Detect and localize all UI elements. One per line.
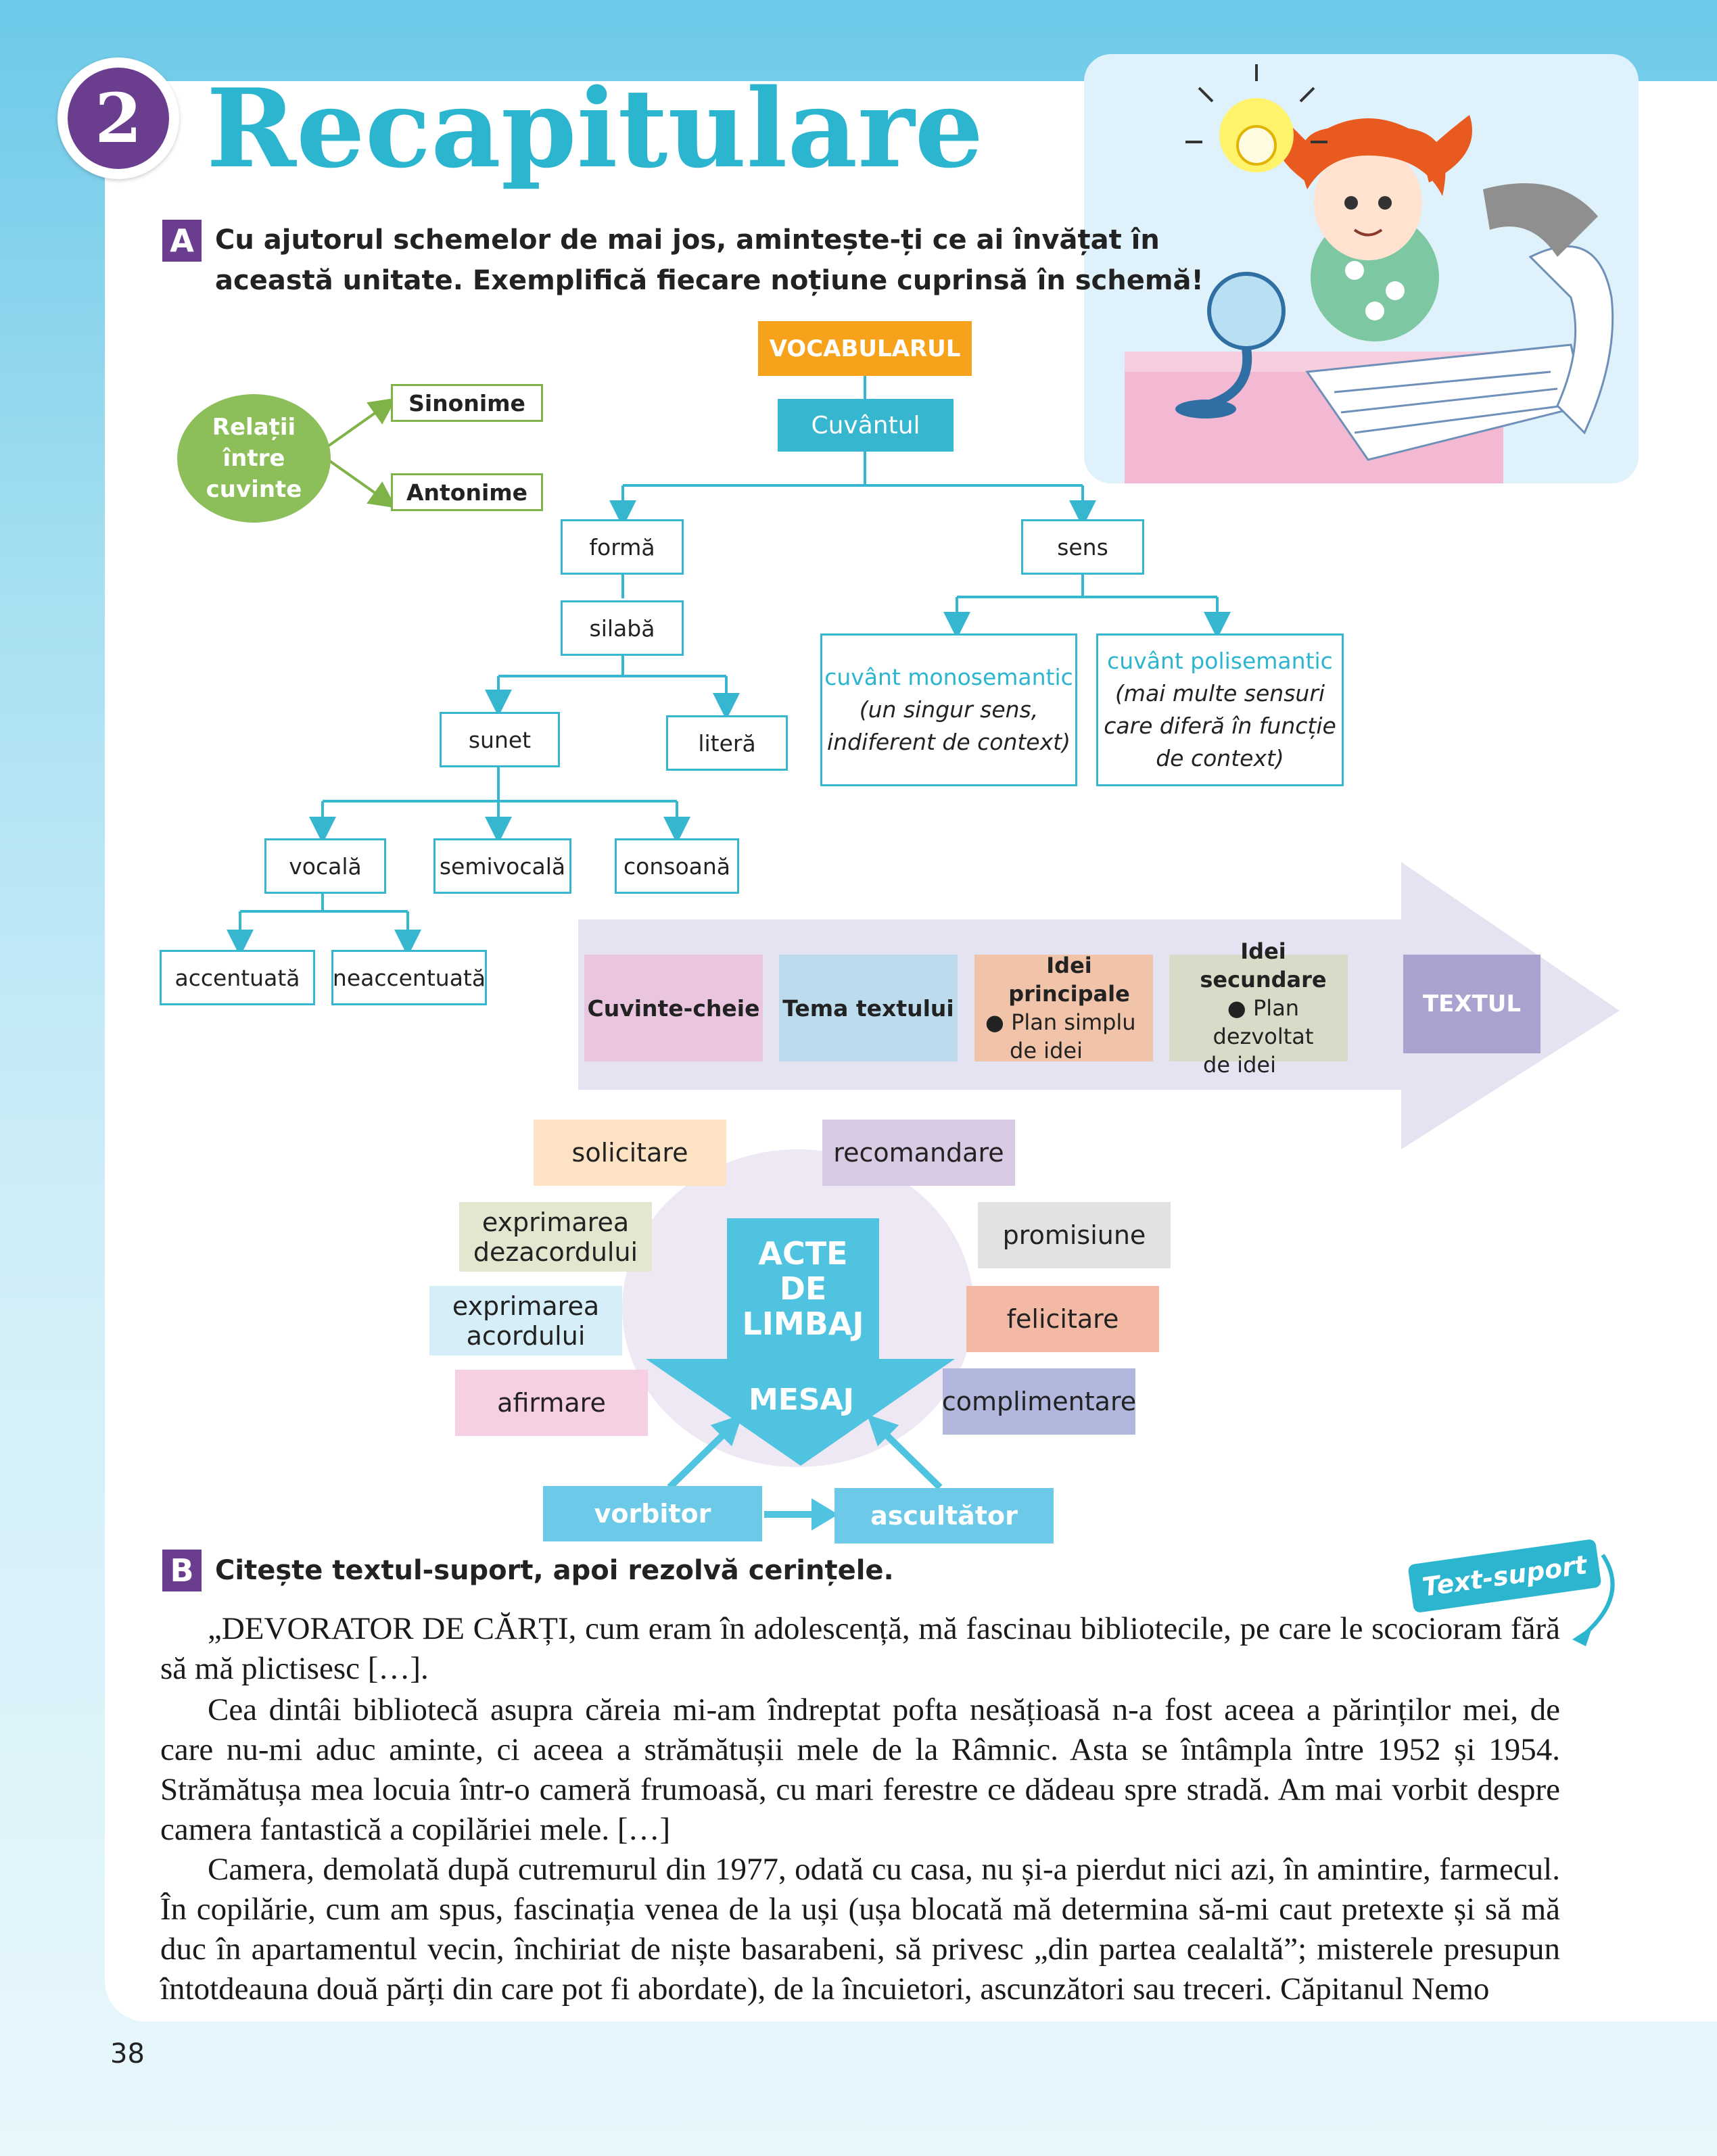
section-b-instruction: Citește textul-suport, apoi rezolvă ceri… — [215, 1555, 894, 1586]
speech-acts-line2: DE — [779, 1270, 827, 1307]
section-a-instruction-line1: Cu ajutorul schemelor de mai jos, aminte… — [215, 224, 1160, 256]
speech-acts-line1: ACTE — [758, 1235, 848, 1272]
text-target-box: TEXTUL — [1403, 955, 1540, 1053]
disagreement-line2: dezacordului — [473, 1237, 638, 1267]
disagreement-line1: exprimarea — [481, 1207, 630, 1237]
polysemantic-title: cuvânt polisemantic — [1107, 648, 1333, 674]
polysemantic-desc2: care diferă în funcție — [1104, 713, 1336, 739]
polysemantic-desc3: de context) — [1156, 745, 1284, 771]
relations-line1: Relații — [212, 414, 296, 441]
relations-line3: cuvinte — [206, 476, 302, 503]
main-ideas-item2: de idei — [1010, 1038, 1083, 1063]
bullet: ● — [985, 1009, 1012, 1035]
monosemantic-desc2: indiferent de context) — [827, 729, 1071, 755]
main-ideas-item1: Plan simplu — [1011, 1009, 1136, 1035]
syllable-node: silabă — [561, 600, 684, 656]
secondary-ideas-item1-row: ● Plan dezvoltat — [1179, 994, 1348, 1051]
unstressed-node: neaccentuată — [331, 950, 487, 1005]
letter-node: literă — [666, 715, 788, 771]
recommendation-box: recomandare — [822, 1120, 1015, 1186]
monosemantic-node: cuvânt monosemantic (un singur sens, ind… — [820, 633, 1077, 786]
agreement-line1: exprimarea — [452, 1291, 600, 1321]
secondary-ideas-box: Idei secundare ● Plan dezvoltat de idei — [1169, 938, 1348, 1078]
vocabulary-root: VOCABULARUL — [758, 321, 972, 376]
monosemantic-desc1: (un singur sens, — [859, 696, 1039, 723]
compliment-box: complimentare — [942, 1368, 1136, 1435]
bullet: ● — [1227, 995, 1253, 1021]
meaning-node: sens — [1021, 519, 1144, 575]
illustration-girl-writing — [1084, 54, 1639, 483]
polysemantic-desc1: (mai multe sensuri — [1114, 680, 1325, 706]
congratulation-box: felicitare — [966, 1286, 1159, 1352]
stressed-node: accentuată — [160, 950, 315, 1005]
main-ideas-box: Idei principale ● Plan simplu de idei — [974, 953, 1153, 1063]
speech-acts-line3: LIMBAJ — [742, 1305, 864, 1342]
passage-paragraph-3: Camera, demolată după cutremurul din 197… — [160, 1852, 1560, 2007]
secondary-ideas-item1: Plan dezvoltat — [1213, 995, 1314, 1049]
page-title: Recapitulare — [206, 65, 984, 192]
agreement-box: exprimarea acordului — [429, 1286, 622, 1356]
synonyms-box: Sinonime — [391, 384, 543, 422]
passage-paragraph-2: Cea dintâi bibliotecă asupra căreia mi-a… — [160, 1692, 1560, 1847]
promise-box: promisiune — [978, 1202, 1171, 1268]
polysemantic-node: cuvânt polisemantic (mai multe sensuri c… — [1096, 633, 1344, 786]
relations-line2: între — [222, 445, 285, 472]
statement-box: afirmare — [455, 1370, 648, 1436]
speech-acts-center: ACTE DE LIMBAJ — [727, 1218, 879, 1359]
listener-box: ascultător — [834, 1488, 1054, 1543]
section-b-letter: B — [162, 1550, 202, 1591]
relations-circle: Relații între cuvinte — [177, 394, 331, 523]
word-node: Cuvântul — [778, 399, 954, 452]
speaker-box: vorbitor — [543, 1486, 762, 1541]
secondary-ideas-item2: de idei — [1203, 1052, 1276, 1078]
unit-number: 2 — [95, 78, 142, 158]
illustration-svg — [1125, 64, 1614, 483]
vowel-node: vocală — [264, 838, 386, 894]
secondary-ideas-title: Idei secundare — [1200, 938, 1327, 992]
semivowel-node: semivocală — [433, 838, 571, 894]
section-a-letter: A — [162, 220, 202, 262]
page-number: 38 — [110, 2038, 145, 2069]
disagreement-box: exprimarea dezacordului — [459, 1202, 652, 1272]
main-ideas-title: Idei principale — [1008, 953, 1130, 1007]
consonant-node: consoană — [615, 838, 739, 894]
unit-number-circle: 2 — [68, 68, 169, 169]
section-a-instruction-line2: această unitate. Exemplifică fiecare noț… — [215, 265, 1204, 296]
request-box: solicitare — [534, 1120, 726, 1186]
agreement-line2: acordului — [466, 1320, 586, 1351]
theme-box: Tema textului — [779, 955, 958, 1061]
form-node: formă — [561, 519, 684, 575]
antonyms-box: Antonime — [391, 473, 543, 511]
passage-paragraph-1: „DEVORATOR DE CĂRȚI, cum eram în adolesc… — [160, 1611, 1560, 1686]
monosemantic-title: cuvânt monosemantic — [824, 664, 1073, 690]
message-label: MESAJ — [749, 1383, 854, 1417]
keywords-box: Cuvinte-cheie — [584, 955, 763, 1061]
main-ideas-item1-row: ● Plan simplu — [985, 1008, 1136, 1036]
sound-node: sunet — [440, 712, 560, 767]
unit-badge: 2 — [57, 57, 179, 179]
